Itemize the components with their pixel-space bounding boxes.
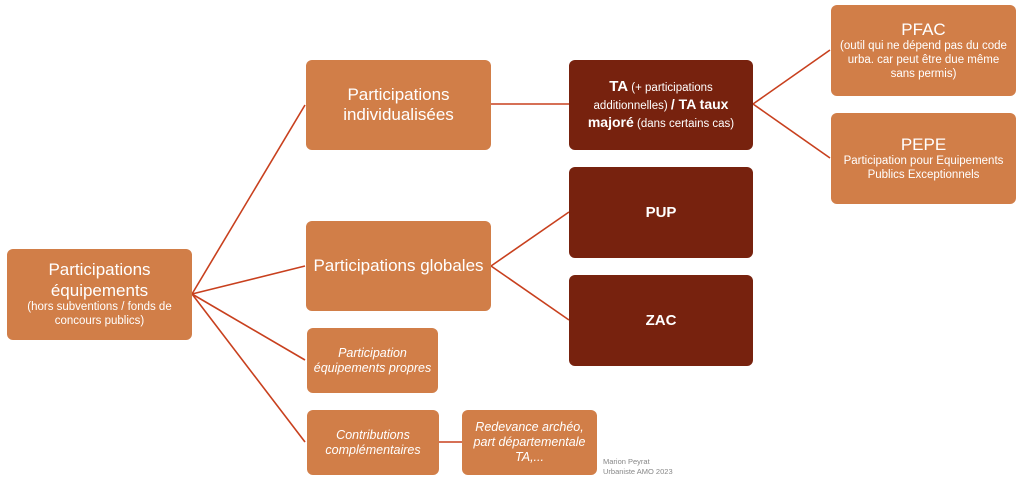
node-title: PEPE <box>900 134 947 154</box>
node-participations-globales: Participations globales <box>306 221 491 311</box>
connector <box>191 293 306 361</box>
node-title: Participations globales <box>313 255 484 275</box>
connector <box>490 265 570 321</box>
node-title: ZAC <box>645 311 677 329</box>
node-title: Redevance archéo, part départementale TA… <box>473 420 586 464</box>
node-participations-individualisees: Participations individualisées <box>306 60 491 150</box>
node-redevance: Redevance archéo, part départementale TA… <box>462 410 597 475</box>
node-title: Contributions complémentaires <box>325 427 421 457</box>
connector <box>752 49 831 105</box>
node-zac: ZAC <box>569 275 753 366</box>
root-subtitle: (hors subventions / fonds de concours pu… <box>27 301 172 327</box>
node-title: Participation équipements propres <box>313 345 432 375</box>
connector <box>752 103 831 159</box>
node-ta: TA (+ participations additionnelles) / T… <box>569 60 753 150</box>
ta-majore-note: (dans certains cas) <box>636 118 735 130</box>
credit-role: Urbaniste AMO 2023 <box>603 467 673 477</box>
author-credit: Marion Peyrat Urbaniste AMO 2023 <box>603 457 673 477</box>
node-pepe: PEPE Participation pour Equipements Publ… <box>831 113 1016 204</box>
node-pup: PUP <box>569 167 753 258</box>
connector <box>191 265 306 295</box>
connector <box>191 293 306 443</box>
node-pfac: PFAC (outil qui ne dépend pas du code ur… <box>831 5 1016 96</box>
node-subtitle: (outil qui ne dépend pas du code urba. c… <box>840 40 1007 80</box>
node-participation-equipements-propres: Participation équipements propres <box>307 328 438 393</box>
ta-note: (+ participations additionnelles) <box>593 82 713 113</box>
root-node: Participations équipements (hors subvent… <box>7 249 192 340</box>
credit-name: Marion Peyrat <box>603 457 650 466</box>
ta-label: TA <box>609 78 629 96</box>
node-title: PFAC <box>901 19 946 39</box>
node-title: PUP <box>645 203 677 221</box>
connector <box>490 211 570 267</box>
connector <box>191 104 306 295</box>
node-subtitle: Participation pour Equipements Publics E… <box>843 154 1004 181</box>
root-title: Participations équipements <box>48 260 151 300</box>
node-contributions-complementaires: Contributions complémentaires <box>307 410 439 475</box>
ta-majore-label: / TA taux majoré <box>587 96 729 130</box>
node-title: Participations individualisées <box>343 84 454 124</box>
